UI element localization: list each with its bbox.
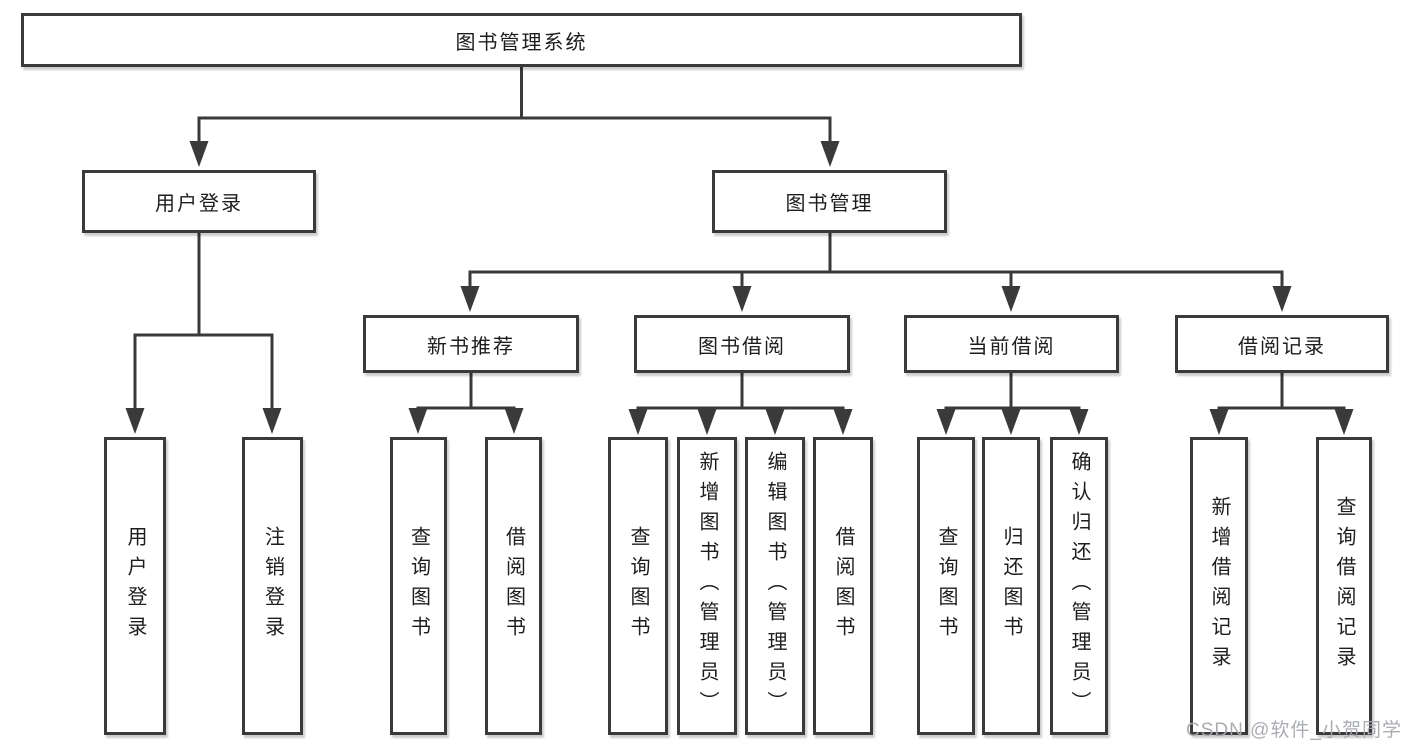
node-book-management: 图书管理 xyxy=(712,170,947,233)
leaf-return-book: 归还图书 xyxy=(982,437,1040,735)
leaf-query-borrow-record: 查询借阅记录 xyxy=(1316,437,1372,735)
leaf-query-books-borrow: 查询图书 xyxy=(608,437,668,735)
node-root: 图书管理系统 xyxy=(21,13,1022,67)
node-current-borrowing: 当前借阅 xyxy=(904,315,1119,373)
node-book-borrowing: 图书借阅 xyxy=(634,315,850,373)
node-current-borrowing-label: 当前借阅 xyxy=(967,335,1056,358)
leaf-edit-book-admin-label: 编辑图书（管理员） xyxy=(764,451,786,721)
node-new-book-recommendation-label: 新书推荐 xyxy=(427,335,515,358)
node-borrowing-records: 借阅记录 xyxy=(1175,315,1389,373)
leaf-logout: 注销登录 xyxy=(242,437,303,735)
node-user-login: 用户登录 xyxy=(82,170,316,233)
leaf-add-book-admin-label: 新增图书（管理员） xyxy=(696,451,718,721)
leaf-confirm-return-admin-label: 确认归还（管理员） xyxy=(1068,451,1090,721)
leaf-confirm-return-admin: 确认归还（管理员） xyxy=(1050,437,1108,735)
leaf-user-login-label: 用户登录 xyxy=(124,526,146,646)
node-user-login-label: 用户登录 xyxy=(155,193,243,215)
node-root-label: 图书管理系统 xyxy=(455,31,588,54)
leaf-query-books-current: 查询图书 xyxy=(917,437,975,735)
leaf-query-books-recommend: 查询图书 xyxy=(390,437,447,735)
leaf-edit-book-admin: 编辑图书（管理员） xyxy=(745,437,805,735)
watermark: CSDN @软件_小贺同学 xyxy=(1186,720,1402,741)
leaf-logout-label: 注销登录 xyxy=(261,526,284,646)
node-new-book-recommendation: 新书推荐 xyxy=(363,315,579,373)
leaf-add-borrow-record: 新增借阅记录 xyxy=(1190,437,1248,735)
node-borrowing-records-label: 借阅记录 xyxy=(1238,335,1326,358)
leaf-query-books-recommend-label: 查询图书 xyxy=(407,526,430,646)
leaf-borrow-books-recommend-label: 借阅图书 xyxy=(502,526,525,646)
leaf-return-book-label: 归还图书 xyxy=(1000,526,1022,646)
leaf-query-borrow-record-label: 查询借阅记录 xyxy=(1333,496,1355,676)
leaf-add-book-admin: 新增图书（管理员） xyxy=(677,437,737,735)
node-book-management-label: 图书管理 xyxy=(785,193,874,215)
leaf-borrow-books-recommend: 借阅图书 xyxy=(485,437,542,735)
leaf-query-books-current-label: 查询图书 xyxy=(935,526,957,646)
leaf-borrow-books-label: 借阅图书 xyxy=(832,526,854,646)
leaf-add-borrow-record-label: 新增借阅记录 xyxy=(1208,496,1230,676)
node-book-borrowing-label: 图书借阅 xyxy=(698,335,786,358)
leaf-query-books-borrow-label: 查询图书 xyxy=(627,526,649,646)
leaf-user-login: 用户登录 xyxy=(104,437,166,735)
leaf-borrow-books: 借阅图书 xyxy=(813,437,873,735)
